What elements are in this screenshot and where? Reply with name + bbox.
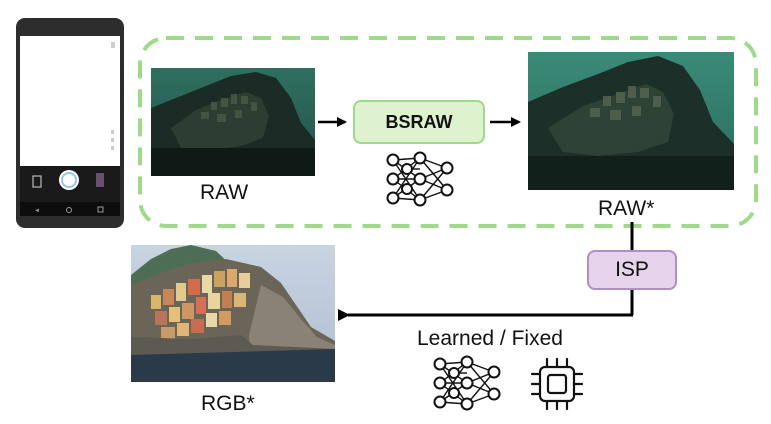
bsraw-block-label: BSRAW [385, 111, 453, 132]
rgb-output-image [131, 245, 335, 382]
phone-icon: ◄ [16, 18, 124, 228]
raw-input-label: RAW [200, 181, 249, 204]
raw-output-label: RAW* [598, 197, 655, 220]
chip-icon [530, 357, 584, 411]
isp-block: ISP [587, 250, 677, 290]
neural-network-icon [386, 151, 454, 207]
svg-text:◄: ◄ [34, 208, 40, 214]
isp-mode-label: Learned / Fixed [417, 327, 563, 350]
neural-network-icon [433, 355, 501, 411]
rgb-output-label: RGB* [201, 392, 255, 415]
bsraw-block: BSRAW [353, 100, 485, 144]
raw-input-image [151, 68, 315, 176]
raw-output-image [528, 52, 734, 190]
isp-block-label: ISP [615, 258, 649, 281]
